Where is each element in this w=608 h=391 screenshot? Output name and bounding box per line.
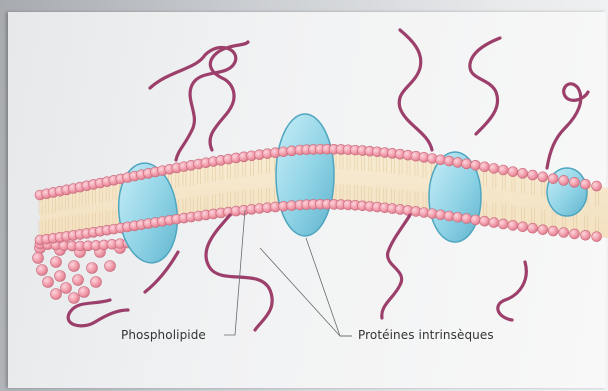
phospholipid-head-outer — [559, 175, 569, 185]
label-intrinsic-proteins: Protéines intrinsèques — [358, 328, 494, 342]
phospholipid-head-inner — [580, 230, 590, 240]
phospholipid-head-outer — [528, 170, 538, 180]
phospholipid-head-inner — [470, 215, 480, 225]
phospholipid-head-outer — [470, 160, 480, 170]
phospholipid-head-outer — [580, 179, 590, 189]
chain-8 — [470, 38, 500, 134]
phospholipid-head-edge — [33, 253, 44, 264]
phospholipid-head-outer — [498, 165, 508, 175]
phospholipid-head-inner — [508, 220, 518, 230]
chain-2 — [210, 42, 248, 150]
label-phospholipid: Phospholipide — [121, 328, 206, 342]
phospholipid-head-edge — [37, 265, 48, 276]
leader-lines — [224, 210, 352, 336]
phospholipid-head-edge — [105, 261, 116, 272]
chain-7 — [382, 215, 410, 318]
phospholipid-head-edge — [51, 257, 62, 268]
phospholipid-head-inner — [498, 219, 508, 229]
phospholipid-head-outer — [489, 163, 499, 173]
phospholipid-head-inner — [462, 214, 472, 224]
phospholipid-head-inner — [518, 222, 528, 232]
phospholipid-head-outer — [480, 162, 490, 172]
phospholipid-head-outer — [462, 159, 472, 169]
phospholipid-head-outer — [508, 167, 518, 177]
protein-2 — [276, 114, 334, 236]
phospholipid-head-outer — [592, 181, 602, 191]
phospholipid-head-edge — [51, 289, 62, 300]
phospholipid-head-outer — [453, 157, 463, 167]
phospholipid-head-inner — [528, 223, 538, 233]
phospholipid-head-outer — [444, 156, 454, 166]
phospholipid-head-inner — [489, 218, 499, 228]
phospholipid-head-outer — [569, 177, 579, 187]
phospholipid-head-outer — [538, 172, 548, 182]
phospholipid-head-inner — [559, 227, 569, 237]
phospholipid-head-outer — [548, 174, 558, 184]
phospholipid-head-edge — [87, 263, 98, 274]
phospholipid-head-edge — [91, 277, 102, 288]
phospholipid-head-edge — [43, 277, 54, 288]
phospholipid-head-edge — [55, 271, 66, 282]
chain-9 — [498, 262, 526, 320]
leader-phospholipid — [224, 210, 245, 335]
chain-5 — [68, 300, 128, 326]
phospholipid-head-inner — [592, 232, 602, 242]
leader-protein-1 — [260, 248, 352, 336]
phospholipid-head-inner — [569, 229, 579, 239]
phospholipid-head-edge — [69, 261, 80, 272]
phospholipid-head-edge — [61, 283, 72, 294]
phospholipid-head-edge — [73, 275, 84, 286]
chain-10 — [547, 84, 588, 168]
leader-protein-2 — [306, 238, 352, 336]
phospholipid-head-inner — [480, 216, 490, 226]
phospholipid-head-outer — [518, 168, 528, 178]
chain-1 — [150, 47, 236, 160]
phospholipid-head-inner — [538, 225, 548, 235]
chain-6 — [399, 30, 432, 150]
phospholipid-head-edge — [79, 287, 90, 298]
phospholipid-head-edge — [69, 293, 80, 304]
phospholipid-head-inner — [548, 226, 558, 236]
chain-3 — [206, 215, 272, 330]
phospholipid-head-inner — [453, 212, 463, 222]
